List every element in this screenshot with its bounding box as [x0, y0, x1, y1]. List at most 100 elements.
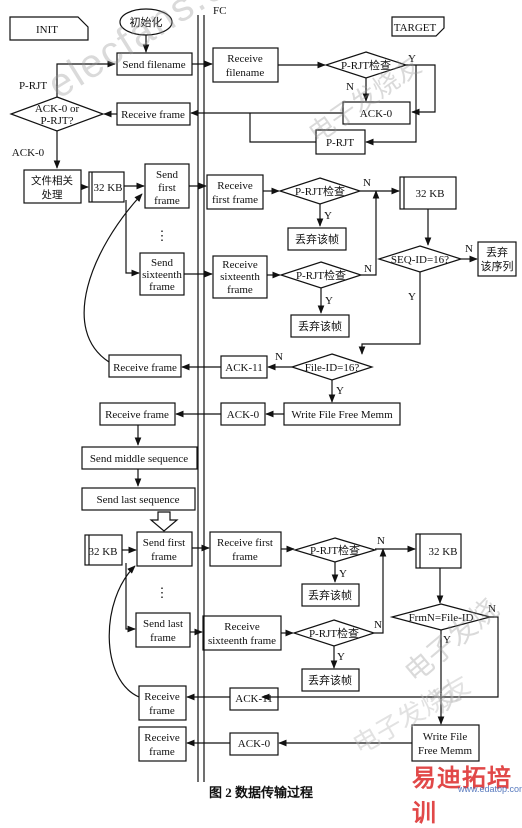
receive-frame-box-2: [108, 354, 182, 378]
prjt-check-label-2: P-RJT检查: [295, 184, 345, 198]
discard-frame-label-3: 丢弃该帧: [308, 588, 352, 602]
ack11-label-2: ACK-11: [235, 693, 272, 705]
y-label-7: Y: [337, 651, 345, 663]
prjt-check-label-4: P-RJT检查: [310, 543, 360, 557]
send-first-label-3: frame: [154, 195, 180, 207]
kb32-box-1: [88, 171, 125, 203]
receive-first-frame-box-1: [206, 174, 264, 210]
write-file-label-1: Write File Free Memm: [291, 409, 393, 421]
flowchart-svg: INIT 初始化 FC TARGET Send filename Receive…: [9, 5, 517, 800]
receive-sixteenth-label-1: Receive: [222, 259, 258, 271]
y-label-1: Y: [408, 53, 416, 65]
n-label-2: N: [363, 177, 371, 189]
discard-frame-box-2: [290, 314, 350, 338]
file-proc-label-1: 文件相关: [31, 174, 73, 187]
receive-sixteenth-box: [212, 255, 268, 299]
frmn-label: FrmN=File-ID: [409, 612, 474, 624]
hollow-arrow: [149, 511, 179, 532]
receive-frame-label-2: Receive frame: [113, 362, 177, 374]
kb32-label-3: 32 KB: [88, 546, 117, 558]
receive-frame-label-1: Receive frame: [121, 109, 185, 121]
target-label: TARGET: [394, 22, 437, 34]
file-id-label: File-ID=16?: [305, 362, 360, 374]
send-first-label-1: Send: [156, 169, 179, 181]
n-label-6: N: [377, 535, 385, 547]
discard-frame-label-2: 丢弃该帧: [298, 319, 342, 333]
prjt-check-label-1: P-RJT检查: [341, 58, 391, 72]
receive-filename-label-2: filename: [226, 67, 265, 79]
prjt-label-left: P-RJT: [19, 80, 47, 92]
prjt-check-label-5: P-RJT检查: [309, 626, 359, 640]
receive-frame-box-5: [138, 726, 187, 762]
send-last-seq-box: [81, 487, 196, 511]
ack11-box-2: [229, 687, 279, 711]
receive-sixteenth-b-label-1: Receive: [224, 621, 260, 633]
send-last-frame-label-1: Send last: [143, 618, 183, 630]
init-box: [9, 16, 89, 41]
n-label-8: N: [488, 603, 496, 615]
ack0-label-1: ACK-0: [360, 108, 393, 120]
send-sixteenth-label-1: Send: [151, 257, 174, 269]
send-sixteenth-label-2: sixteenth: [142, 269, 182, 281]
discard-frame-box-3: [301, 583, 360, 607]
kb32-box-4: [415, 533, 462, 569]
send-filename-label: Send filename: [122, 59, 185, 71]
ack0-box-3: [229, 732, 279, 756]
seq-id-label: SEQ-ID=16?: [391, 254, 449, 266]
dots-2: ⋮: [156, 585, 169, 600]
ack0-label-3: ACK-0: [238, 738, 271, 750]
ack0-label-left: ACK-0: [12, 147, 45, 159]
write-file-label-2b: Free Memm: [418, 745, 473, 757]
y-label-2: Y: [324, 210, 332, 222]
receive-filename-label-1: Receive: [227, 53, 263, 65]
send-last-seq-label: Send last sequence: [96, 494, 179, 506]
file-proc-label-2: 处理: [42, 189, 63, 201]
y-label-6: Y: [339, 568, 347, 580]
target-box: [391, 16, 445, 37]
n-label-5: N: [275, 351, 283, 363]
discard-frame-box-1: [287, 227, 347, 251]
send-sixteenth-label-3: frame: [149, 281, 175, 293]
ack0-or-prjt-label-1: ACK-0 or: [35, 103, 80, 115]
init-label: INIT: [36, 24, 58, 36]
fc-label: FC: [213, 5, 226, 17]
flowchart: INIT 初始化 FC TARGET Send filename Receive…: [9, 0, 522, 827]
prjt-label-right: P-RJT: [326, 137, 354, 149]
discard-frame-label-4: 丢弃该帧: [308, 673, 352, 687]
receive-frame-box-4: [138, 685, 187, 721]
y-label-8: Y: [443, 634, 451, 646]
y-label-5: Y: [336, 385, 344, 397]
discard-frame-label-1: 丢弃该帧: [295, 232, 339, 246]
receive-first-b-label-1: Receive first: [217, 537, 273, 549]
discard-seq-label-2: 该序列: [481, 259, 514, 273]
prjt-check-label-3: P-RJT检查: [296, 268, 346, 282]
send-first-b-label-2: frame: [151, 551, 177, 563]
n-label-4: N: [465, 243, 473, 255]
receive-label-5b: frame: [149, 746, 175, 758]
ack11-label-1: ACK-11: [225, 362, 262, 374]
kb32-label-1: 32 KB: [93, 182, 122, 194]
discard-seq-box: [477, 241, 517, 277]
receive-sixteenth-label-2: sixteenth: [220, 271, 260, 283]
send-middle-label: Send middle sequence: [90, 453, 188, 465]
send-first-b-label-1: Send first: [143, 537, 185, 549]
receive-sixteenth-label-3: frame: [227, 284, 253, 296]
receive-first-label-2: first frame: [212, 194, 258, 206]
send-last-frame-box: [135, 612, 191, 648]
send-middle-box: [81, 446, 198, 470]
receive-label-4a: Receive: [144, 691, 180, 703]
receive-label-4b: frame: [149, 705, 175, 717]
discard-seq-label-1: 丢弃: [486, 245, 508, 259]
dots-1: ⋮: [156, 228, 169, 243]
receive-first-label-1: Receive: [217, 180, 253, 192]
y-label-3: Y: [325, 295, 333, 307]
receive-frame-label-3: Receive frame: [105, 409, 169, 421]
n-label-3: N: [364, 263, 372, 275]
receive-first-b-label-2: frame: [232, 551, 258, 563]
kb32-label-4: 32 KB: [428, 546, 457, 558]
ack0-label-2: ACK-0: [227, 409, 260, 421]
receive-label-5a: Receive: [144, 732, 180, 744]
send-first-label-2: first: [158, 182, 176, 194]
y-label-4: Y: [408, 291, 416, 303]
figure-caption: 图 2 数据传输过程: [209, 785, 313, 800]
